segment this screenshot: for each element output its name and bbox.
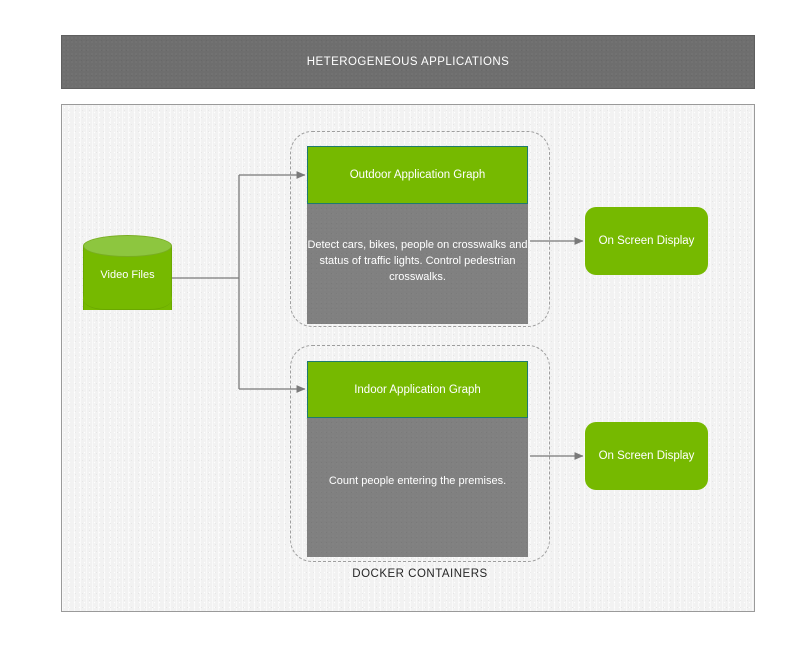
heterogeneous-applications-header: HETEROGENEOUS APPLICATIONS <box>61 35 755 89</box>
indoor-application-graph-header: Indoor Application Graph <box>307 361 528 418</box>
indoor-application-description: Count people entering the premises. <box>307 418 528 557</box>
video-files-label: Video Files <box>100 269 155 281</box>
docker-containers-label: DOCKER CONTAINERS <box>352 568 488 580</box>
docker-container-outdoor <box>290 131 550 327</box>
cylinder-top-cap <box>83 235 172 257</box>
on-screen-display-outdoor: On Screen Display <box>585 207 708 275</box>
outdoor-application-block: Outdoor Application Graph Detect cars, b… <box>307 146 528 324</box>
outdoor-application-description: Detect cars, bikes, people on crosswalks… <box>307 204 528 324</box>
indoor-application-block: Indoor Application Graph Count people en… <box>307 361 528 557</box>
header-title: HETEROGENEOUS APPLICATIONS <box>306 56 510 68</box>
on-screen-display-indoor: On Screen Display <box>585 422 708 490</box>
cylinder-bottom-cap <box>83 288 172 310</box>
docker-container-indoor <box>290 345 550 562</box>
outdoor-application-graph-header: Outdoor Application Graph <box>307 146 528 204</box>
video-files-cylinder: Video Files <box>83 235 172 321</box>
